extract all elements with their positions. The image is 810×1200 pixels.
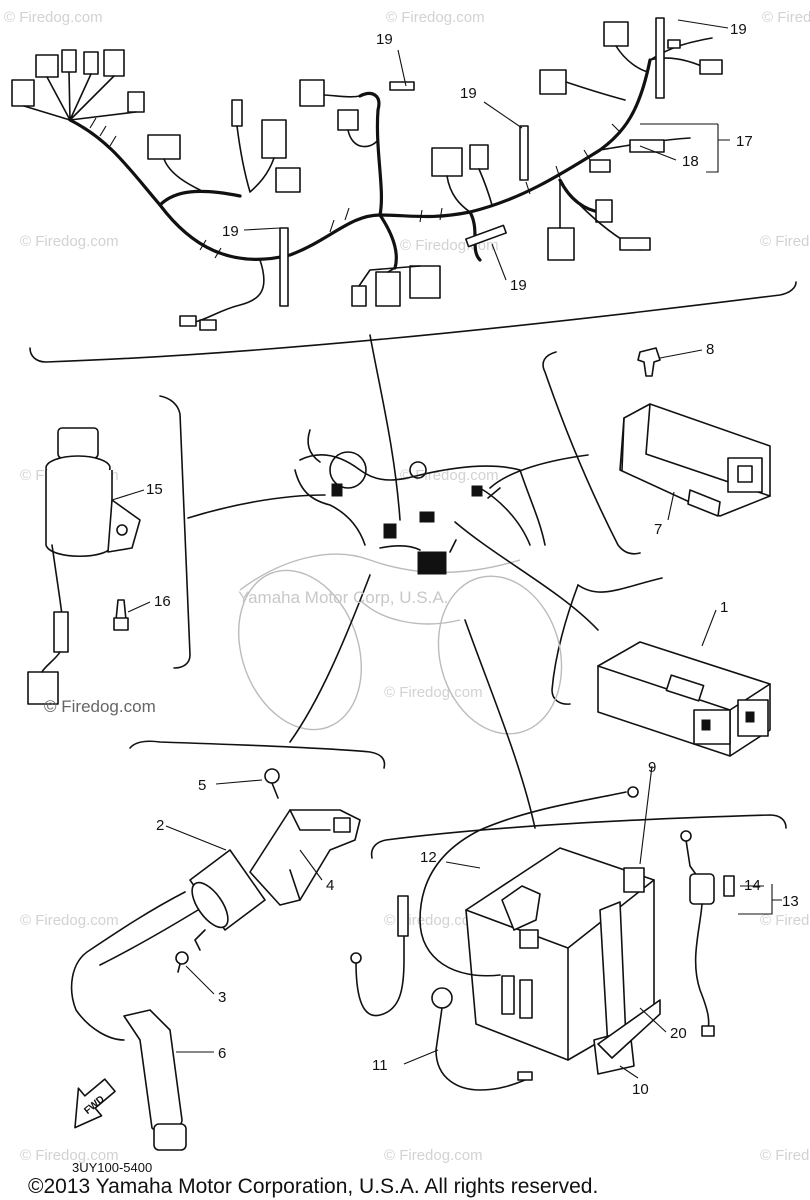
watermark: © Firedog.com (386, 9, 485, 26)
callout-11: 11 (372, 1057, 388, 1074)
watermark: © Firedog.com (384, 684, 483, 701)
callout-19: 19 (222, 223, 239, 240)
callout-20: 20 (670, 1025, 687, 1042)
rectifier-regulator (619, 347, 771, 517)
callout-10: 10 (632, 1081, 649, 1098)
motorcycle-outline (238, 429, 563, 735)
cdi-unit (597, 641, 771, 757)
watermark: © Firedog.com (760, 233, 810, 250)
watermark: © Firedog.com (20, 912, 119, 929)
forward-direction-arrow: FWD (74, 1078, 116, 1129)
watermark: © Firedog.com (20, 233, 119, 250)
callout-13: 13 (782, 893, 799, 910)
callout-18: 18 (682, 153, 699, 170)
watermark: © Firedog.com (20, 1147, 119, 1164)
callout-6: 6 (218, 1045, 226, 1062)
part-callouts: 1 2 3 4 5 6 7 8 9 10 11 12 13 14 15 16 1… (146, 21, 799, 1098)
callout-3: 3 (218, 989, 226, 1006)
callout-12: 12 (420, 849, 437, 866)
callout-19: 19 (730, 21, 747, 38)
copyright-notice: ©2013 Yamaha Motor Corporation, U.S.A. A… (28, 1175, 598, 1198)
callout-14: 14 (744, 877, 761, 894)
watermark: © Firedog.com (400, 467, 499, 484)
watermark: © Firedog.com (760, 1147, 810, 1164)
callout-16: 16 (154, 593, 171, 610)
firedog-watermarks: © Firedog.com © Firedog.com © Firedog.co… (4, 9, 810, 1164)
leader-lines (187, 334, 599, 829)
callout-leaders (111, 19, 782, 1079)
callout-15: 15 (146, 481, 163, 498)
center-watermark: Yamaha Motor Corp, U.S.A. (238, 588, 448, 607)
callout-2: 2 (156, 817, 164, 834)
wire-harness (11, 17, 723, 331)
firedog-label-watermark: © Firedog.com (44, 697, 156, 716)
callout-17: 17 (736, 133, 753, 150)
battery-assembly (350, 786, 735, 1091)
watermark: © Firedog.com (4, 9, 103, 26)
callout-19: 19 (460, 85, 477, 102)
ignition-coil-assembly (70, 768, 361, 1151)
callout-7: 7 (654, 521, 662, 538)
drawing-code: 3UY100-5400 (72, 1160, 152, 1175)
callout-8: 8 (706, 341, 714, 358)
watermark: © Firedog.com (762, 9, 810, 26)
watermark: © Firedog.com (760, 912, 810, 929)
main-switch-assembly (27, 427, 141, 705)
callout-19: 19 (376, 31, 393, 48)
callout-4: 4 (326, 877, 334, 894)
callout-5: 5 (198, 777, 206, 794)
callout-9: 9 (648, 759, 656, 776)
callout-1: 1 (720, 599, 728, 616)
watermark: © Firedog.com (384, 1147, 483, 1164)
callout-19: 19 (510, 277, 527, 294)
section-separators (29, 281, 797, 859)
